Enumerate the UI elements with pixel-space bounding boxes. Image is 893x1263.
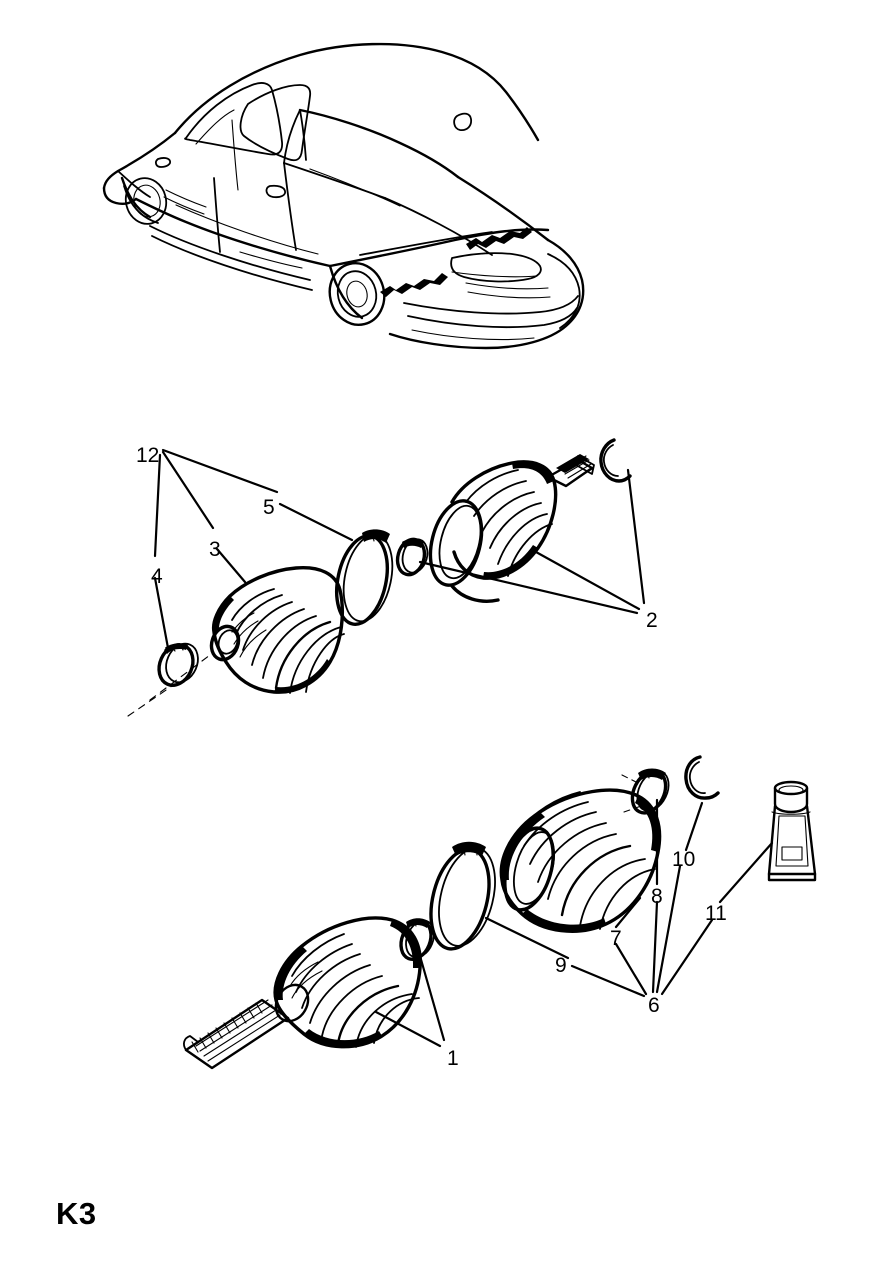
part-1-driveshaft-with-joint [183, 916, 422, 1070]
part-3-boot-bellows [209, 566, 345, 694]
part-2-small-ring [395, 537, 429, 577]
callout-lower-10: 10 [672, 848, 696, 871]
page-label: K3 [56, 1196, 97, 1231]
lower-assembly-leader-lines [374, 798, 774, 1048]
callout-lower-11: 11 [705, 902, 727, 925]
upper-assembly-leader-lines [127, 448, 646, 717]
callout-lower-9: 9 [555, 954, 567, 977]
part-9-boot-clamp-large [429, 841, 496, 951]
part-2-circlip [599, 438, 632, 483]
part-11-grease-tube [767, 780, 817, 882]
part-8-boot-clamp-small-right [621, 768, 670, 815]
callout-lower-8: 8 [651, 885, 663, 908]
part-2-cv-joint [428, 454, 595, 603]
callout-lower-6: 6 [648, 994, 660, 1017]
part-4-boot-clamp-small [157, 642, 199, 687]
callout-upper-4: 4 [151, 565, 163, 588]
car-line-drawing [102, 42, 585, 350]
callout-upper-12: 12 [136, 444, 160, 467]
lower-assembly-artwork [183, 755, 817, 1070]
part-7-boot-bellows [499, 788, 662, 933]
part-8-boot-clamp-small-left [399, 918, 435, 961]
callout-lower-7: 7 [610, 927, 622, 950]
highlighted-driveshafts [380, 227, 532, 297]
callout-upper-5: 5 [263, 496, 275, 519]
callout-upper-2: 2 [646, 609, 658, 632]
part-10-circlip [684, 755, 720, 800]
upper-assembly-artwork [127, 438, 646, 717]
callout-lower-1: 1 [447, 1047, 459, 1070]
part-5-boot-clamp-large [335, 529, 394, 626]
callout-upper-3: 3 [209, 538, 221, 561]
